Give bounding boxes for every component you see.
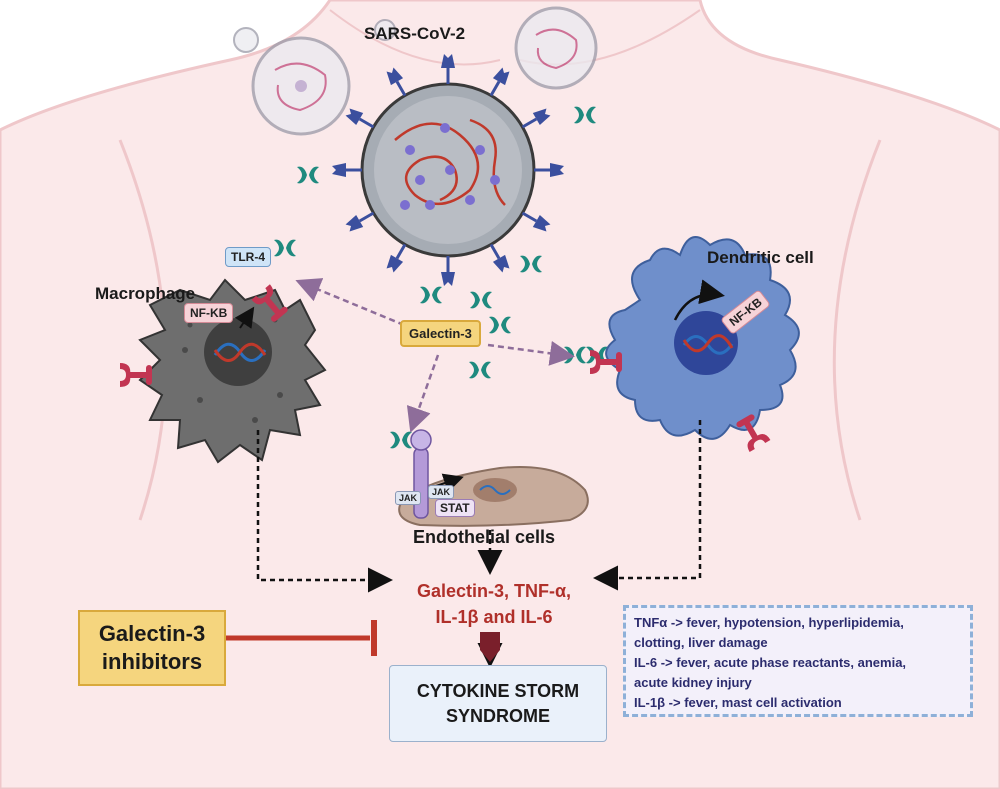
inhibitors-line-2: inhibitors — [101, 649, 203, 674]
sars-cov-2-virion — [330, 52, 566, 288]
outcome-line-2: IL-1β and IL-6 — [435, 607, 553, 627]
tlr4-box: TLR-4 — [225, 247, 271, 267]
effects-line: IL-6 -> fever, acute phase reactants, an… — [634, 655, 907, 670]
storm-line-2: SYNDROME — [445, 705, 550, 726]
storm-line-1: CYTOKINE STORM — [416, 680, 580, 701]
endothelial-cells-label: Endothelial cells — [413, 527, 556, 547]
jak-box-1: JAK — [395, 491, 422, 505]
inhibitors-line-1: Galectin-3 — [98, 621, 206, 646]
effects-line: IL-1β -> fever, mast cell activation — [634, 695, 842, 710]
effects-line: clotting, liver damage — [634, 635, 768, 650]
virion-small-left — [233, 27, 351, 136]
dendritic-cell-label: Dendritic cell — [707, 248, 814, 267]
nfkb-macrophage-box: NF-KB — [184, 303, 234, 323]
effects-line: TNFα -> fever, hypotension, hyperlipidem… — [634, 615, 904, 630]
cytokine-effects-box: TNFα -> fever, hypotension, hyperlipidem… — [623, 605, 973, 717]
macrophage-cell — [120, 278, 327, 464]
galectin-3-inhibitors-box: Galectin-3 inhibitors — [78, 610, 226, 686]
galectin-3-box: Galectin-3 — [400, 320, 481, 347]
effects-line: acute kidney injury — [634, 675, 752, 690]
galectin-signal-arrows — [295, 278, 575, 433]
dendritic-cell — [590, 236, 800, 452]
virion-small-right — [374, 6, 598, 90]
inhibition-symbol — [224, 620, 377, 656]
virus-label: SARS-CoV-2 — [364, 24, 466, 43]
cytokine-storm-box: CYTOKINE STORM SYNDROME — [389, 665, 607, 742]
storm-arrow — [480, 632, 500, 662]
macrophage-label: Macrophage — [95, 284, 196, 303]
cytokine-outcome: Galectin-3, TNF-α, IL-1β and IL-6 — [380, 578, 608, 630]
outcome-line-1: Galectin-3, TNF-α, — [416, 581, 572, 601]
stat-box: STAT — [435, 499, 475, 517]
jak-box-2: JAK — [428, 485, 455, 499]
